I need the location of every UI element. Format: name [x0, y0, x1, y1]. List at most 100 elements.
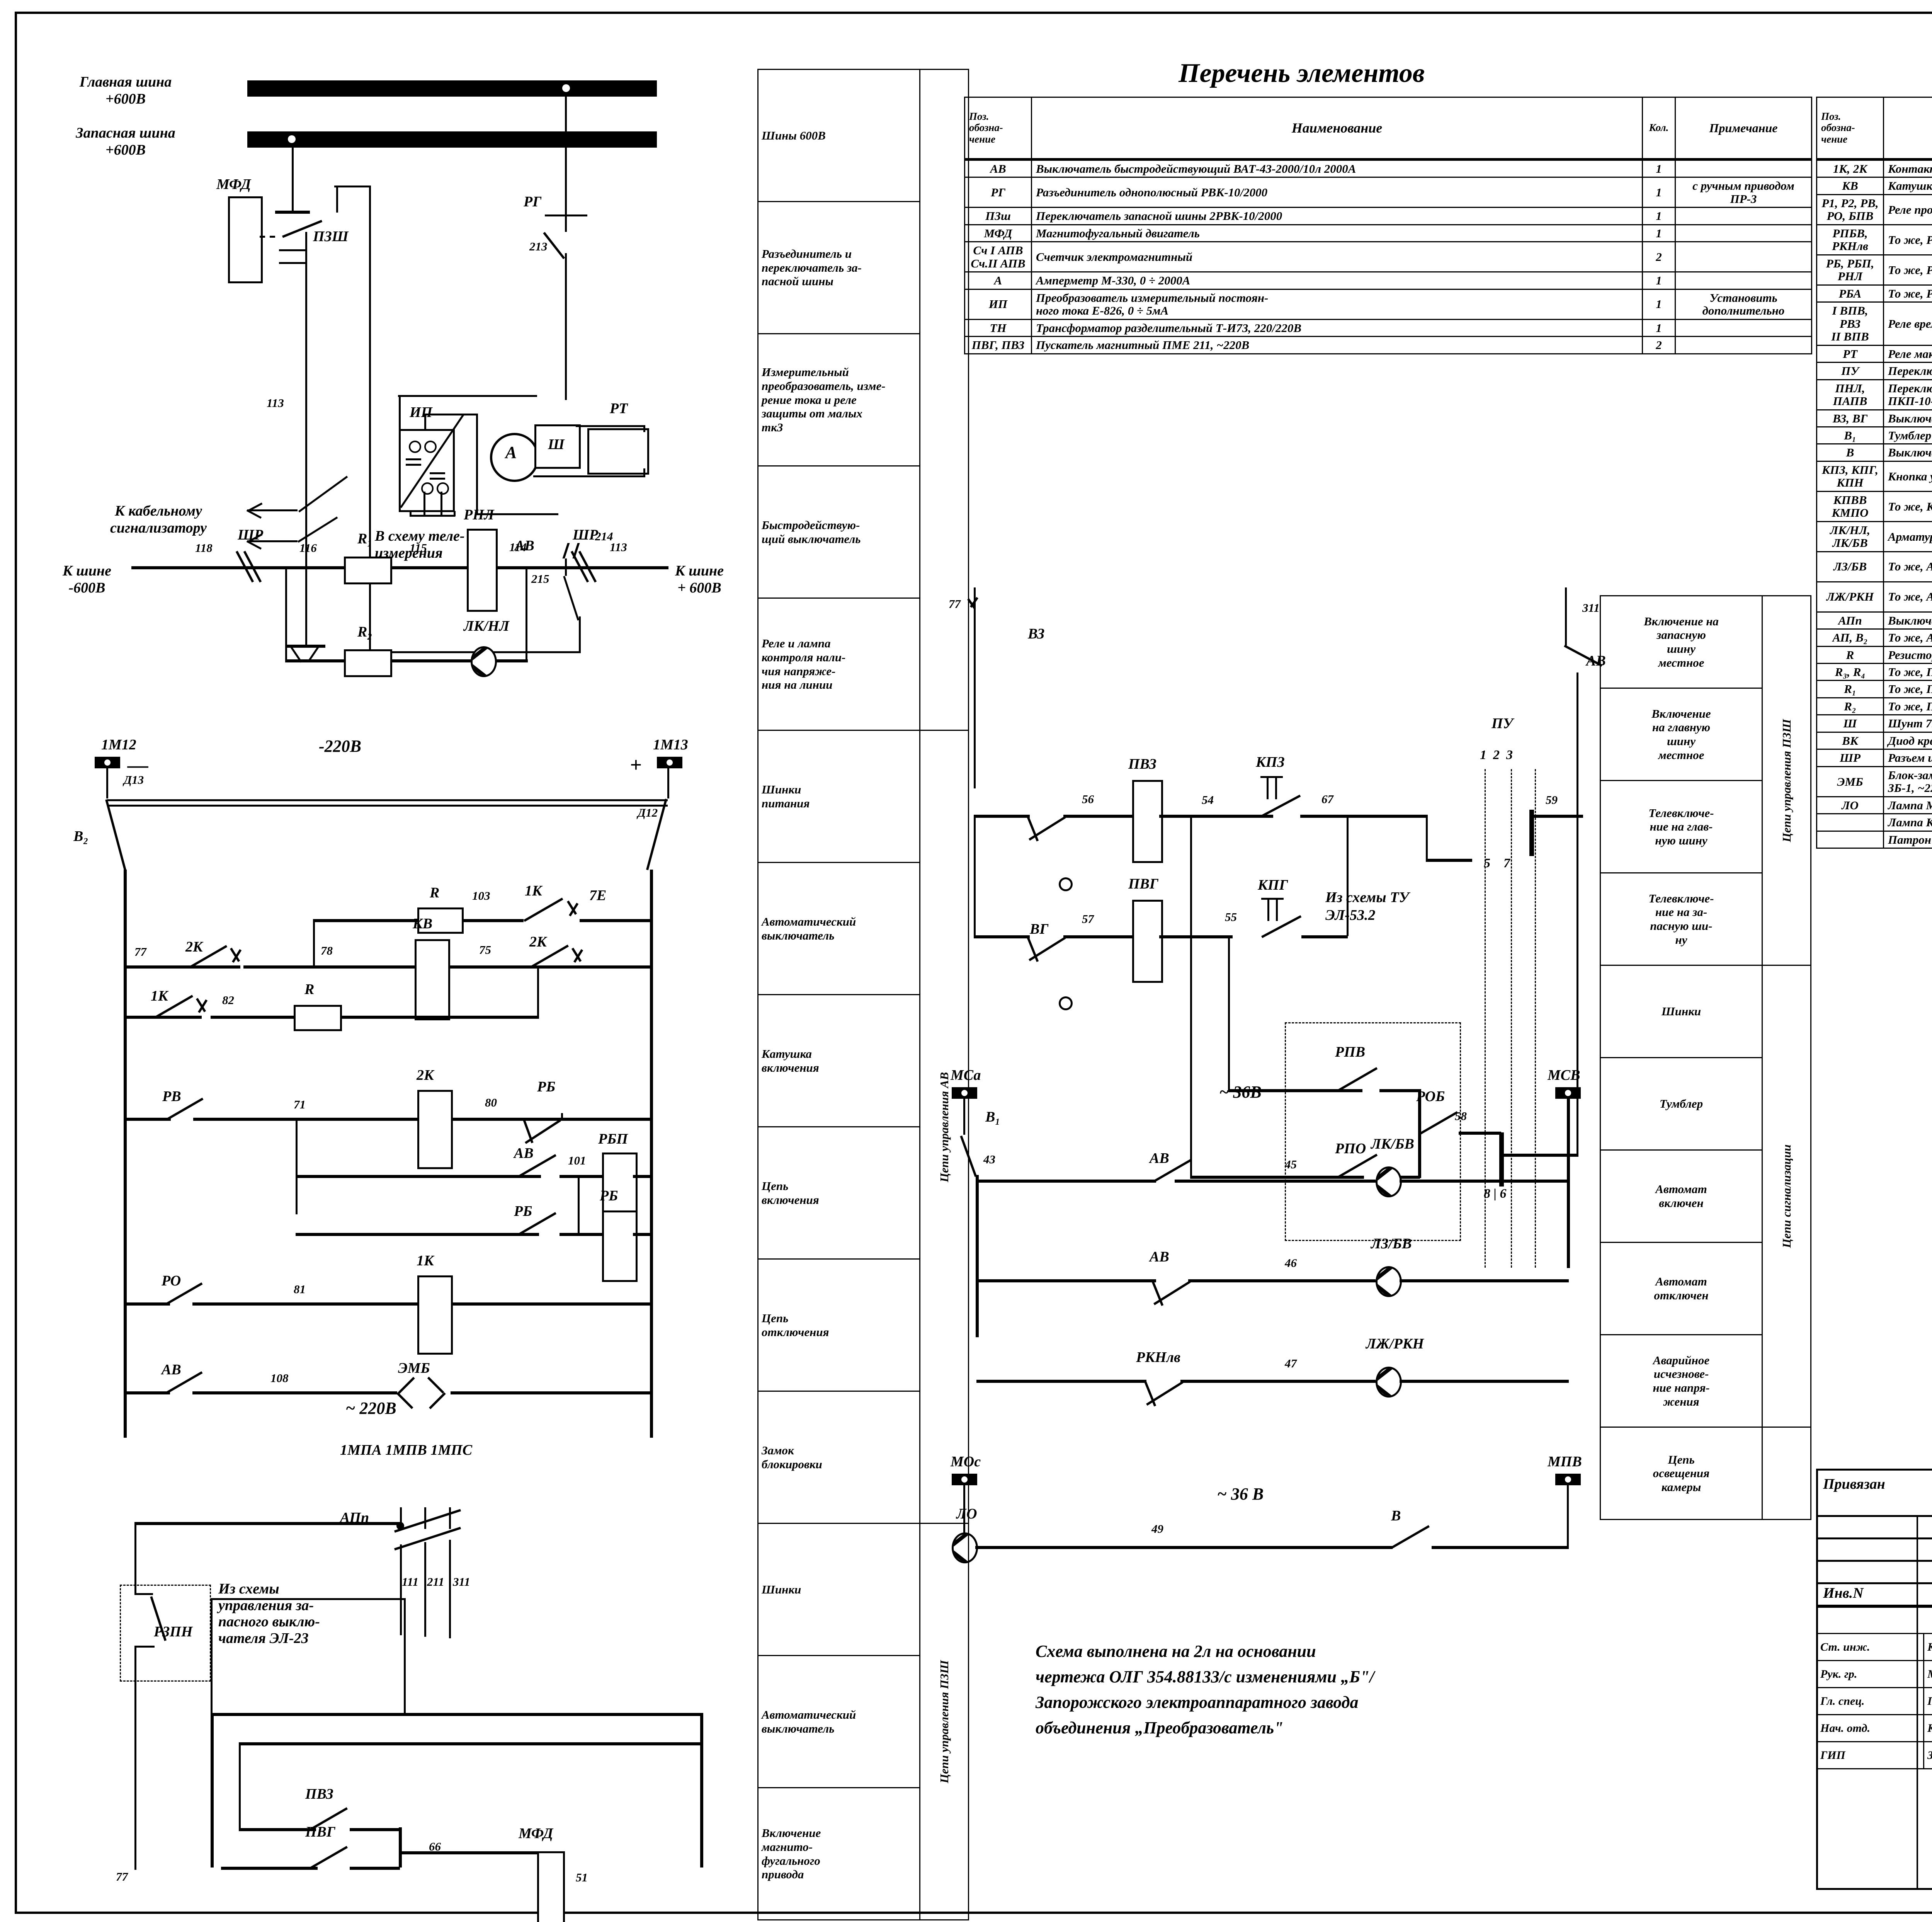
cell-pos: КВ: [1816, 177, 1884, 195]
pv3-contact-a-label: ПВЗ: [305, 1786, 333, 1802]
table-row: Лампа КМ 48-504: [1816, 813, 1932, 832]
cell-pos: [1816, 813, 1884, 832]
main-bus-label: Главная шина +600В: [79, 74, 172, 107]
cell-qty: 1: [1642, 271, 1676, 290]
category-row: Цепь включения: [757, 1126, 969, 1260]
cell-note: Установить дополнительно: [1675, 288, 1812, 320]
cell-pos: R: [1816, 645, 1884, 664]
resistor-R2-box: [344, 649, 392, 677]
category-label: Телевключе- ние на глав- ную шину: [1600, 780, 1763, 873]
title-block-name: Гороховский: [1923, 1687, 1932, 1715]
privyazan-label: Привязан: [1823, 1476, 1885, 1492]
category-label: Телевключе- ние на за- пасную ши- ну: [1600, 872, 1763, 966]
terminal-1m13: [657, 757, 682, 768]
ladder-supply-label: -220В: [319, 737, 361, 756]
cell-pos: ЛЗ/БВ: [1816, 551, 1884, 582]
av-signal-contact-1: АВ: [1150, 1150, 1169, 1166]
rpv-contact-label: РПВ: [1335, 1044, 1366, 1060]
cell-pos: [1816, 830, 1884, 849]
category-row: Телевключе- ние на глав- ную шину: [1600, 780, 1811, 873]
node-101: 101: [568, 1154, 586, 1167]
mfd-motor-box: [228, 196, 263, 283]
category-row: Шины 600В: [757, 69, 969, 730]
node-213: 213: [529, 240, 548, 253]
kpg-button-label: КПГ: [1258, 877, 1288, 893]
lamp-lo-label: ЛО: [956, 1506, 977, 1522]
terminal-mpv-label: МПВ: [1548, 1454, 1582, 1470]
cell-name: То же, ПЭВ-25, 10К Ом: [1883, 662, 1932, 681]
category-group-label: Цепи сигнализации: [1762, 965, 1811, 1427]
node-215: 215: [531, 572, 549, 586]
node-55: 55: [1225, 910, 1237, 924]
pv3-coil-box: [1132, 780, 1163, 863]
cell-name: Преобразователь измерительный постоян- н…: [1031, 288, 1643, 320]
rkn-contact-label: РКНлв: [1136, 1349, 1181, 1365]
terminal-1m13-label: 1М13: [653, 737, 688, 753]
node-311-center: 311: [1582, 601, 1600, 615]
cell-qty: 1: [1642, 158, 1676, 178]
rv-contact-label: РВ: [162, 1088, 181, 1105]
cell-name: Переключатель запасной шины 2РВК-10/2000: [1031, 207, 1643, 225]
category-row: Автоматический выключатель: [757, 862, 969, 995]
cell-qty: 1: [1642, 177, 1676, 208]
kv-coil-box: [415, 939, 450, 1020]
category-row: Катушка включения: [757, 994, 969, 1127]
cell-name: Магнитофугальный двигатель: [1031, 224, 1643, 243]
node-71: 71: [294, 1098, 306, 1111]
category-label: Шинки питания: [757, 730, 920, 863]
cell-name: Счетчик электромагнитный: [1031, 241, 1643, 273]
element-list-right: Поз. обозна- чениеНаименованиеКол.Примеч…: [1816, 97, 1932, 849]
cell-pos: R₂: [1816, 697, 1884, 716]
node-7e: 7Е: [589, 887, 607, 904]
category-label: Тумблер: [1600, 1057, 1763, 1151]
cell-name: Разъединитель однополюсный РВК-10/2000: [1031, 177, 1643, 208]
cell-name: Лампа КМ 48-50: [1883, 813, 1932, 832]
v-switch-label: В: [1391, 1508, 1401, 1524]
cell-pos: А: [964, 271, 1032, 290]
bus-plus600-label: К шине + 600В: [675, 563, 724, 596]
mfd-motor-label: МФД: [519, 1825, 553, 1842]
bus-minus600-label: К шине -600В: [62, 563, 112, 596]
shr-right-label: ШР: [573, 527, 598, 543]
category-label: Автомат отключен: [1600, 1242, 1763, 1335]
category-label: Цепь отключения: [757, 1258, 920, 1392]
sheet-frame: [15, 12, 1932, 1914]
ro-contact-label: РО: [162, 1273, 181, 1289]
cell-pos: МФД: [964, 224, 1032, 243]
cell-name: То же, РП-25, ~220В, 1р + 4з: [1883, 224, 1932, 255]
title-block-role: Рук. гр.: [1816, 1660, 1924, 1688]
category-group-label: Цепи управления ПЗШ: [1762, 596, 1811, 965]
terminal-msv-label: МСВ: [1548, 1067, 1580, 1083]
header-pos: Поз. обозна- чение: [964, 97, 1032, 161]
resistor-R-top-label: R: [430, 885, 440, 901]
cell-note: [1675, 224, 1812, 243]
shunt-label: Ш: [548, 436, 565, 453]
av-contact-label: АВ: [514, 1145, 534, 1161]
cell-note: с ручным приводом ПР-3: [1675, 177, 1812, 208]
node-67: 67: [1321, 792, 1333, 806]
ammeter-symbol: [490, 433, 539, 482]
cell-pos: ПУ: [1816, 362, 1884, 380]
cell-note: [1675, 336, 1812, 354]
mfd-from-note: Из схемы управления за- пасного выклю- ч…: [218, 1581, 320, 1646]
node-108: 108: [270, 1371, 289, 1385]
telemetry-note: В схему теле- измерения: [375, 528, 465, 561]
cell-pos: АПп: [1816, 611, 1884, 630]
node-103: 103: [472, 889, 490, 902]
category-row: Автоматический выключатель: [757, 1655, 969, 1788]
title-block-role: Гл. спец.: [1816, 1687, 1924, 1715]
category-label: Быстродействую- щий выключатель: [757, 465, 920, 599]
node-d12: Д12: [638, 806, 658, 819]
cell-note: [1675, 207, 1812, 225]
node-82: 82: [222, 993, 234, 1007]
cell-name: То же, АЕ 3242244, ~ 48В: [1883, 581, 1932, 613]
